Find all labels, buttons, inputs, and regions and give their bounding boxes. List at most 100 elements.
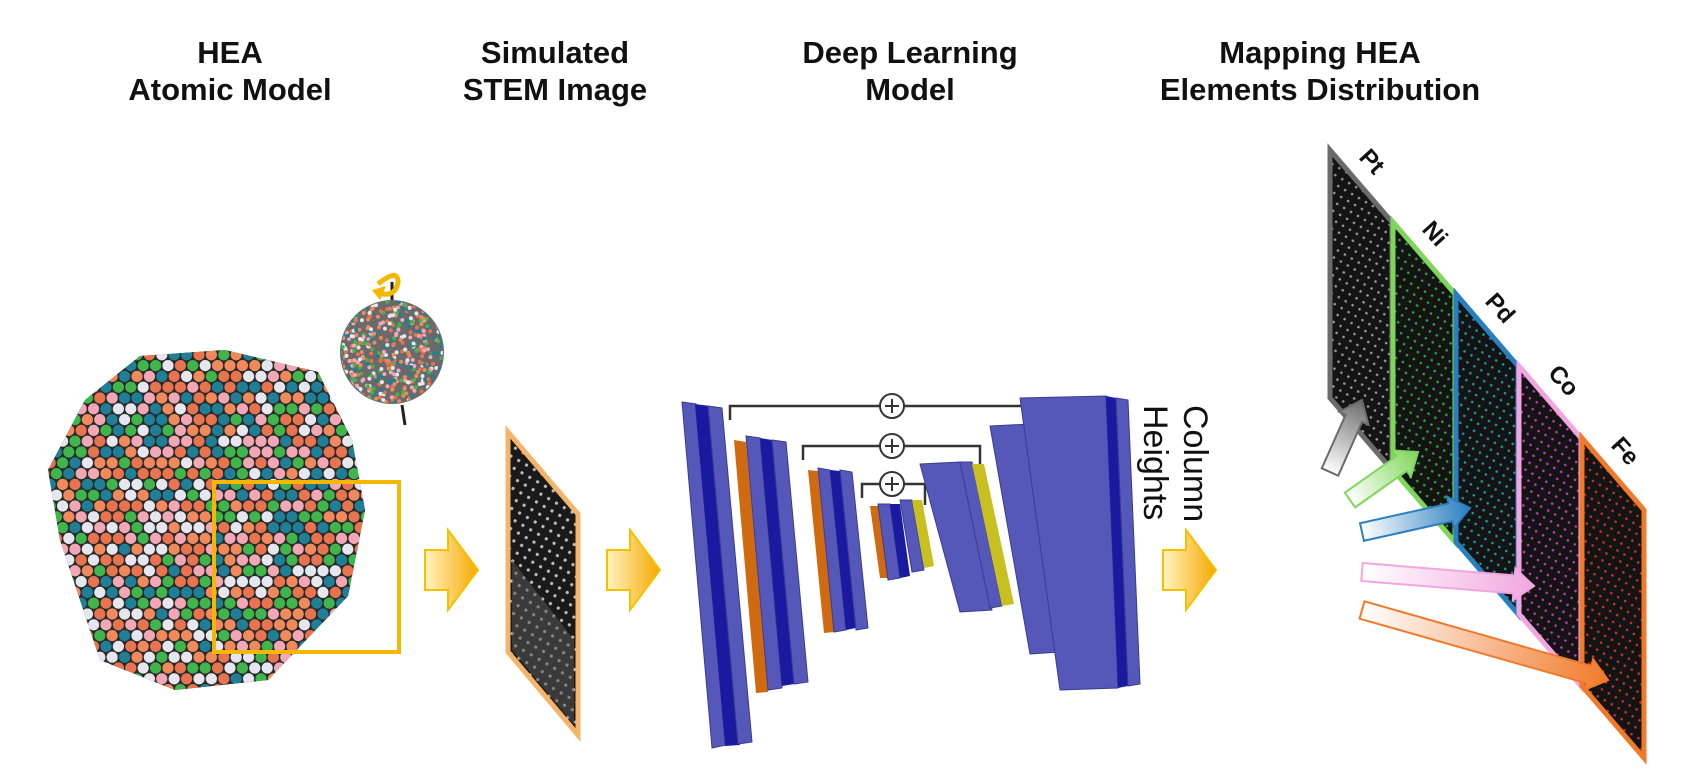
atom bbox=[223, 682, 237, 690]
atom bbox=[69, 694, 81, 706]
atom bbox=[347, 423, 361, 438]
atom bbox=[358, 340, 363, 345]
atom bbox=[391, 435, 403, 447]
atom bbox=[49, 639, 64, 654]
atom bbox=[352, 363, 357, 368]
atom bbox=[286, 705, 298, 717]
atom bbox=[323, 705, 335, 717]
atom bbox=[297, 661, 312, 675]
atom bbox=[62, 358, 76, 373]
atom bbox=[80, 369, 95, 384]
atom bbox=[417, 301, 422, 305]
atom bbox=[349, 394, 354, 399]
atom bbox=[311, 705, 323, 717]
atom bbox=[427, 381, 432, 386]
atom bbox=[436, 322, 441, 327]
atom bbox=[424, 316, 429, 321]
atom bbox=[303, 628, 318, 643]
atom bbox=[432, 335, 437, 340]
atom bbox=[48, 499, 57, 513]
atom bbox=[404, 391, 409, 396]
atom bbox=[371, 386, 376, 391]
atom bbox=[361, 334, 366, 339]
atom bbox=[368, 301, 373, 304]
atom bbox=[354, 328, 359, 333]
atom bbox=[341, 305, 344, 310]
atom bbox=[353, 628, 365, 643]
atom bbox=[385, 705, 397, 717]
atom bbox=[407, 353, 412, 358]
atom bbox=[346, 304, 351, 309]
atom bbox=[361, 377, 366, 382]
atom bbox=[74, 380, 88, 394]
atom bbox=[186, 350, 200, 351]
atom bbox=[357, 327, 362, 332]
atom bbox=[309, 358, 324, 373]
atom bbox=[111, 661, 126, 675]
atom bbox=[354, 307, 359, 312]
atom bbox=[391, 323, 396, 328]
atom bbox=[118, 716, 130, 728]
atom bbox=[341, 380, 344, 385]
atom bbox=[401, 306, 406, 311]
atom bbox=[419, 344, 424, 349]
atom bbox=[370, 306, 375, 311]
atom bbox=[366, 500, 378, 512]
atom bbox=[373, 683, 385, 695]
atom bbox=[74, 358, 88, 373]
atom bbox=[199, 705, 211, 717]
atom bbox=[385, 532, 397, 544]
atom bbox=[260, 350, 274, 351]
atom bbox=[68, 628, 82, 643]
atom bbox=[48, 509, 51, 524]
atom bbox=[355, 360, 360, 365]
atom bbox=[50, 705, 62, 717]
atom bbox=[351, 304, 356, 309]
atom bbox=[354, 716, 366, 728]
atom bbox=[400, 349, 405, 354]
atom bbox=[143, 716, 155, 728]
atom bbox=[255, 694, 267, 706]
atom bbox=[405, 380, 410, 385]
atom bbox=[365, 301, 370, 306]
atom bbox=[385, 446, 397, 458]
atom bbox=[413, 385, 418, 390]
unet-network bbox=[681, 393, 1141, 749]
atom bbox=[48, 350, 51, 351]
atom bbox=[340, 391, 355, 405]
atom bbox=[137, 705, 149, 717]
atom bbox=[341, 387, 343, 392]
atom bbox=[62, 682, 76, 690]
title-line: STEM Image bbox=[462, 72, 648, 107]
atom bbox=[162, 705, 174, 717]
atom bbox=[267, 716, 279, 728]
atom bbox=[86, 682, 101, 690]
atom bbox=[374, 353, 379, 358]
atom bbox=[355, 352, 360, 357]
atom bbox=[347, 596, 361, 610]
atom bbox=[389, 338, 394, 343]
atom bbox=[439, 397, 443, 402]
atom bbox=[266, 350, 281, 362]
atom bbox=[435, 382, 440, 387]
atom bbox=[49, 682, 64, 690]
atom bbox=[291, 350, 305, 362]
atom bbox=[349, 371, 354, 376]
atom bbox=[353, 434, 365, 448]
atom bbox=[365, 384, 370, 389]
atom bbox=[373, 424, 385, 436]
atom bbox=[393, 395, 398, 400]
atom bbox=[168, 716, 180, 728]
atom bbox=[422, 303, 427, 308]
atom bbox=[430, 361, 435, 366]
atom bbox=[368, 339, 373, 344]
atom bbox=[136, 682, 150, 690]
atom bbox=[416, 333, 421, 338]
atom bbox=[415, 369, 420, 374]
atom bbox=[380, 353, 385, 358]
atom bbox=[347, 661, 361, 675]
atom bbox=[357, 304, 362, 309]
atom bbox=[405, 323, 410, 328]
atom bbox=[352, 358, 357, 363]
atom bbox=[353, 367, 358, 372]
